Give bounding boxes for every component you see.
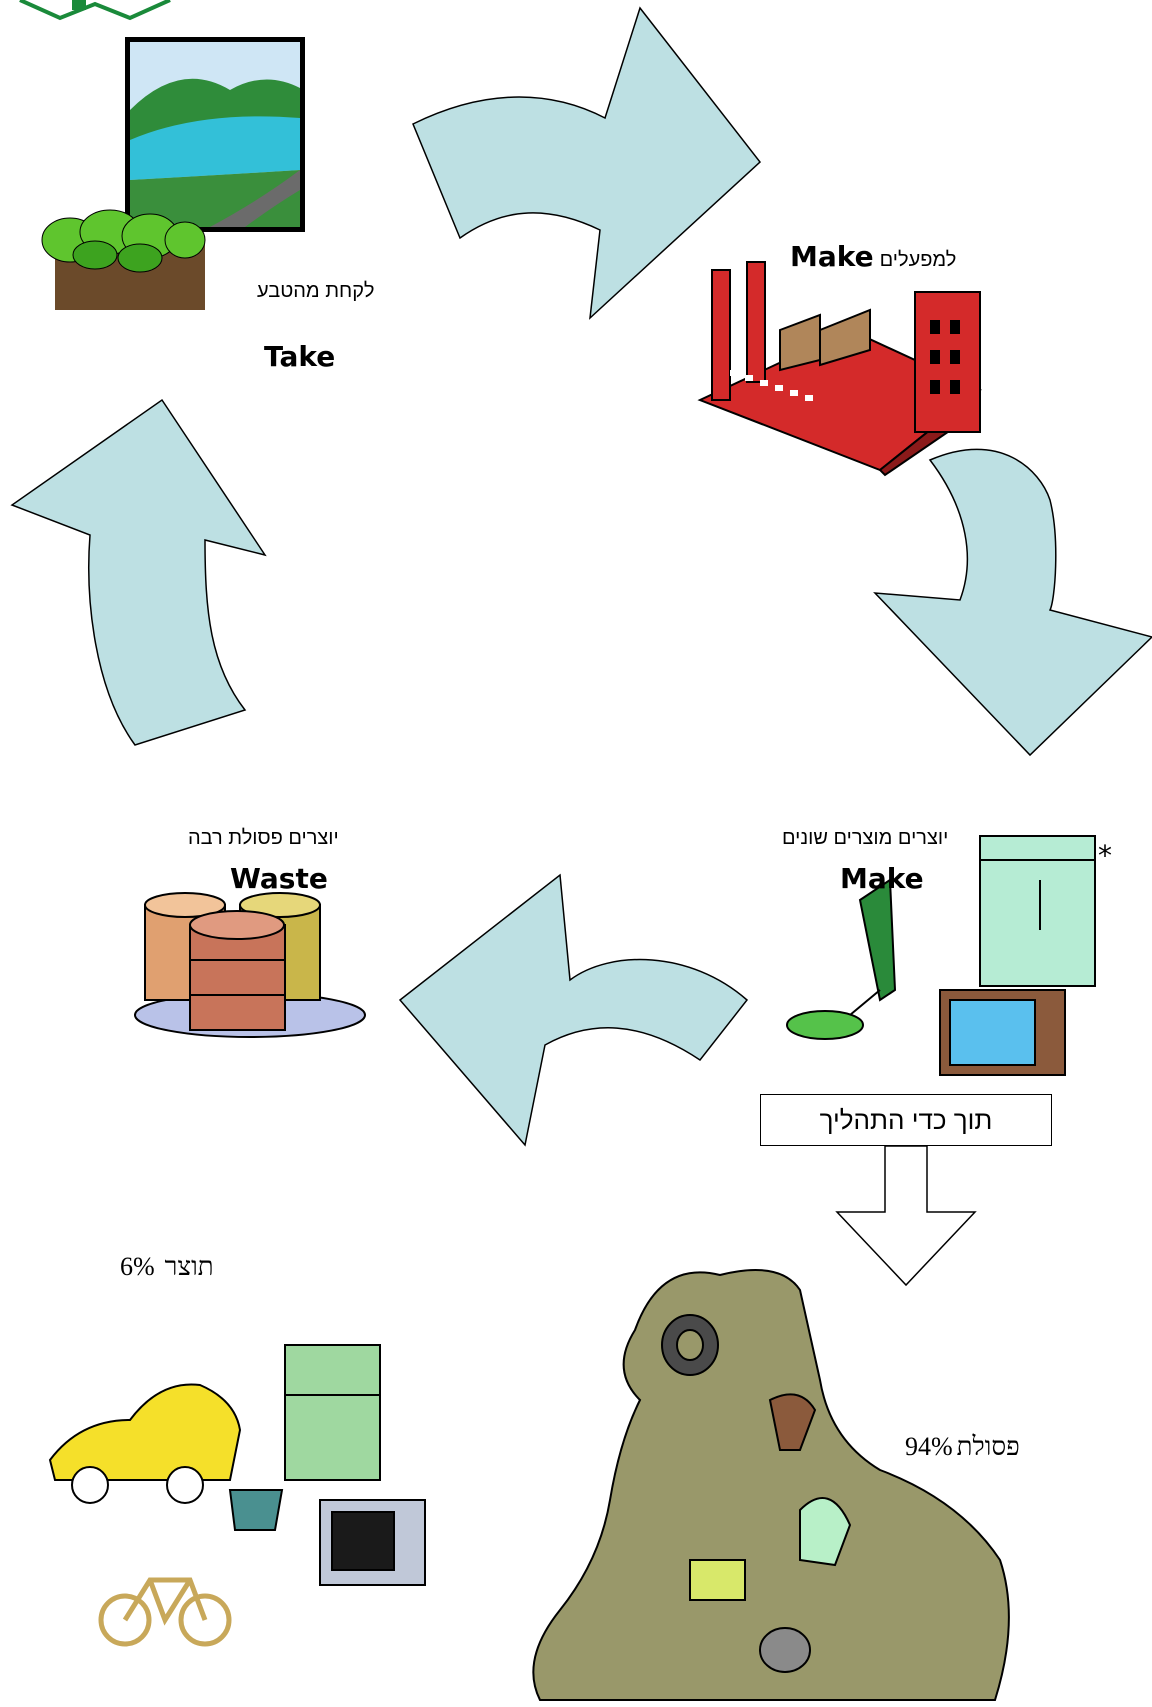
callout-arrow	[835, 1145, 977, 1287]
process-callout: תוך כדי התהליך	[760, 1094, 1052, 1146]
factory-hebrew-label: למפעלים	[879, 249, 957, 271]
product-label: תוצר	[164, 1252, 214, 1281]
trees-icon	[41, 209, 206, 310]
products-hebrew-label: יוצרים מוצרים שונים	[782, 827, 949, 849]
take-english-label: Take	[264, 340, 336, 373]
arrow-products-to-waste	[398, 873, 749, 1147]
product-outcome-icons	[48, 1344, 426, 1647]
barrels-icon	[134, 892, 366, 1038]
product-percent: 6%	[120, 1252, 155, 1281]
waste-english-label: Waste	[230, 862, 328, 895]
products-english-label: Make	[840, 862, 924, 895]
logo-fragment	[0, 0, 190, 26]
landscape-picture	[125, 37, 305, 232]
product-outcome-label: 6% תוצר	[120, 1252, 214, 1282]
landfill-icon	[532, 1269, 1010, 1701]
waste-outcome-label: 94% פסולת	[905, 1432, 1020, 1462]
svg-text:*: *	[1098, 839, 1112, 872]
arrow-take-to-make	[412, 6, 762, 320]
arrow-make-to-products	[873, 448, 1152, 757]
take-hebrew-label: לקחת מהטבע	[257, 280, 375, 302]
factory-english-label: Make	[790, 240, 874, 273]
waste-percent: 94%	[905, 1432, 953, 1461]
waste-label: פסולת	[956, 1432, 1020, 1461]
factory-icon	[697, 261, 982, 477]
waste-hebrew-label: יוצרים פסולת רבה	[188, 827, 339, 849]
arrow-waste-to-take	[10, 398, 267, 746]
products-icons: *	[786, 835, 1112, 1076]
factory-label: Make למפעלים	[790, 240, 956, 273]
